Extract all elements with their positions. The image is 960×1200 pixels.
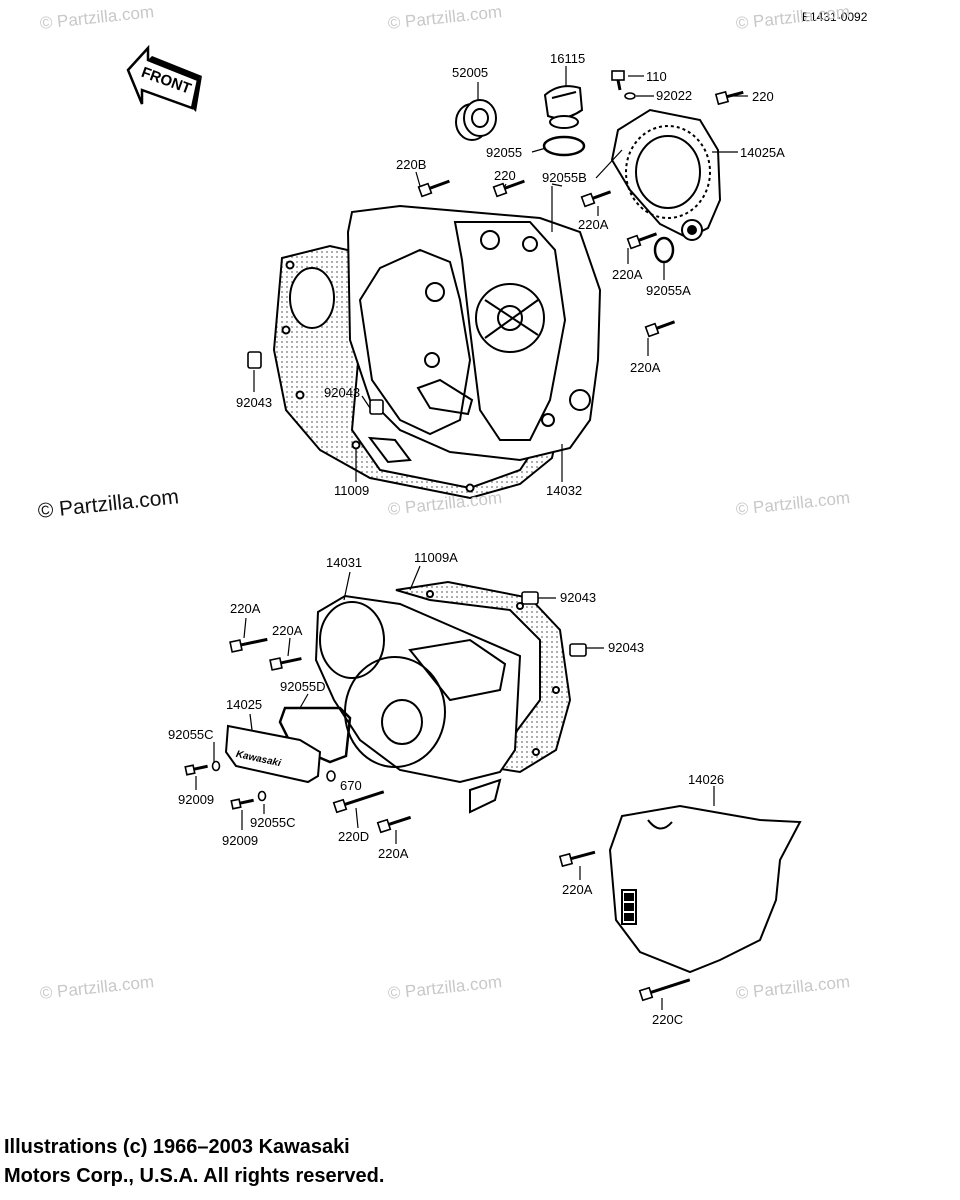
- part-label-220A-3: 220A: [630, 360, 661, 375]
- part-label-220A-6: 220A: [378, 846, 409, 861]
- part-label-14025: 14025: [226, 697, 263, 712]
- crankcase-gasket-11009: [272, 244, 562, 500]
- leader-lines: [195, 66, 748, 1010]
- part-label-92055A: 92055A: [646, 283, 691, 298]
- part-label-92043-r1: 92043: [560, 590, 597, 605]
- part-label-92055C-2: 92055C: [250, 815, 296, 830]
- part-label-52005: 52005: [452, 65, 489, 80]
- part-label-220-top: 220: [752, 89, 774, 104]
- part-label-14025A: 14025A: [740, 145, 785, 160]
- front-arrow-icon: FRONT: [126, 44, 202, 112]
- copyright-notice: Illustrations (c) 1966–2003 Kawasaki Mot…: [4, 1133, 384, 1191]
- part-label-220A-4: 220A: [230, 601, 261, 616]
- oil-filler-cap-16115: [543, 85, 584, 129]
- copyright-line-2: Motors Corp., U.S.A. All rights reserved…: [4, 1165, 385, 1187]
- oil-seal-52005: [455, 99, 497, 141]
- part-label-14031: 14031: [326, 555, 363, 570]
- diagram-id: E1431-0092: [802, 10, 868, 24]
- bolt-icons-top: [417, 70, 744, 338]
- copyright-line-1: Illustrations (c) 1966–2003 Kawasaki: [4, 1136, 350, 1158]
- part-label-92043-r2: 92043: [608, 640, 645, 655]
- part-label-220A-2: 220A: [612, 267, 643, 282]
- gear-cover-14025A: [610, 108, 722, 241]
- part-label-220C: 220C: [652, 1012, 684, 1027]
- part-label-14026: 14026: [688, 772, 725, 787]
- part-label-92055D: 92055D: [280, 679, 326, 694]
- part-label-92055: 92055: [486, 145, 523, 160]
- part-label-670: 670: [340, 778, 362, 793]
- part-label-14032: 14032: [546, 483, 583, 498]
- part-label-110: 110: [646, 69, 667, 84]
- o-ring-92055A: [653, 236, 675, 264]
- part-label-92022: 92022: [656, 88, 693, 103]
- part-label-92043-mid: 92043: [324, 385, 361, 400]
- part-label-11009: 11009: [334, 483, 370, 498]
- part-label-220B: 220B: [396, 157, 427, 172]
- part-label-11009A: 11009A: [414, 550, 458, 565]
- part-label-92055B: 92055B: [542, 170, 587, 185]
- cover-14031: [314, 594, 522, 814]
- part-label-220-mid: 220: [494, 168, 516, 183]
- dowel-pin-icons-top: [247, 351, 384, 415]
- crankcase-cover-14032: [346, 204, 602, 462]
- part-label-220D: 220D: [338, 829, 370, 844]
- kawasaki-emblem-14025: Kawasaki: [224, 724, 322, 784]
- dowel-pin-icons-bottom: [521, 591, 587, 657]
- part-label-92043-left: 92043: [236, 395, 273, 410]
- part-label-16115: 16115: [550, 51, 586, 66]
- part-label-92009-2: 92009: [222, 833, 259, 848]
- part-label-220A-1: 220A: [578, 217, 609, 232]
- side-cover-14026: [608, 804, 802, 974]
- part-label-220A-7: 220A: [562, 882, 593, 897]
- part-label-92055C-1: 92055C: [168, 727, 214, 742]
- o-ring-92055: [542, 135, 586, 157]
- part-label-92009-1: 92009: [178, 792, 215, 807]
- bolt-icons-bottom: [184, 637, 691, 1002]
- gasket-92055D: [278, 706, 352, 764]
- part-label-220A-5: 220A: [272, 623, 303, 638]
